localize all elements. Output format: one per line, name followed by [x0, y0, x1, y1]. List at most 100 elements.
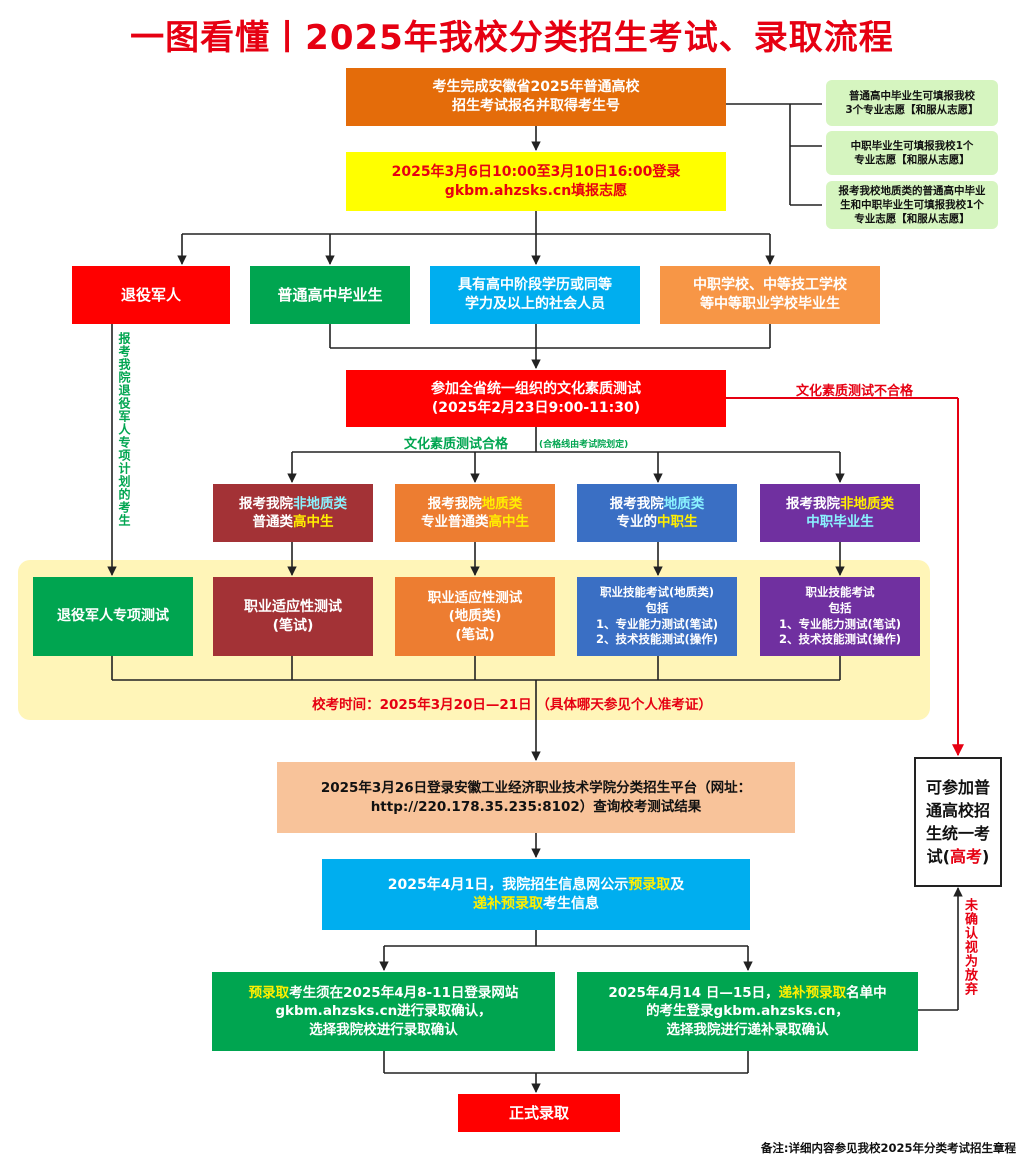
exam-aptitude-geo-line2: (地质类): [448, 608, 502, 625]
gaokao-option: 可参加普 通高校招 生统一考 试(高考): [914, 757, 1002, 887]
side-note-2-line2: 专业志愿【和服从志愿】: [854, 154, 970, 166]
confirm-sub-hl: 递补预录取: [778, 985, 847, 1002]
confirm-sub-line3: 选择我院进行递补录取确认: [666, 1021, 829, 1038]
exam-skills-geo-line1: 职业技能考试(地质类): [599, 585, 714, 600]
culture-test-line2: (2025年2月23日9:00-11:30): [431, 399, 641, 416]
veteran-plan-note: 报考我院退役军人专项计划的考生: [117, 332, 131, 527]
final-admission-label: 正式录取: [508, 1103, 569, 1122]
track-3-line2: 专业的中职生: [617, 513, 698, 531]
register-step: 考生完成安徽省2025年普通高校 招生考试报名并取得考生号: [346, 68, 726, 126]
track-2-line1: 报考我院地质类: [428, 495, 523, 513]
exam-skills-geo-line2: 包括: [645, 600, 669, 615]
track-2-line2: 专业普通类高中生: [421, 513, 529, 531]
track-1-line1: 报考我院非地质类: [239, 495, 347, 513]
unconfirmed-note: 未确认视为放弃: [962, 898, 977, 996]
publish-text1: 2025年4月1日，我院招生信息网公示: [387, 876, 629, 893]
gaokao-line2: 通高校招: [925, 800, 990, 820]
track-4-hl1: 非地质类: [840, 495, 894, 512]
publish-line2: 递补预录取考生信息: [473, 895, 599, 914]
exam-aptitude-geo-line3: (笔试): [455, 626, 495, 643]
final-admission: 正式录取: [458, 1094, 620, 1132]
exam-skills-line1: 职业技能考试: [805, 585, 875, 600]
side-note-1-line2: 3个专业志愿【和服从志愿】: [845, 104, 979, 116]
side-note-vocational: 中职毕业生可填报我校1个 专业志愿【和服从志愿】: [826, 131, 998, 175]
side-note-geology: 报考我校地质类的普通高中毕业 生和中职毕业生可填报我校1个 专业志愿【和服从志愿…: [826, 181, 998, 229]
publish-text2: 及: [670, 876, 685, 893]
exam-aptitude-line2: (笔试): [272, 617, 314, 634]
register-line2: 招生考试报名并取得考生号: [452, 98, 620, 114]
exam-skills-geo: 职业技能考试(地质类) 包括 1、专业能力测试(笔试) 2、技术技能测试(操作): [577, 577, 737, 656]
side-note-3-line1: 报考我校地质类的普通高中毕业: [838, 184, 986, 197]
confirm-pre-line3: 选择我院校进行录取确认: [309, 1021, 458, 1038]
side-note-1-line1: 普通高中毕业生可填报我校: [849, 89, 975, 102]
exam-aptitude-line1: 职业适应性测试: [244, 598, 342, 615]
track-2-hl1: 地质类: [481, 495, 523, 512]
track-1-prefix: 报考我院: [239, 495, 293, 512]
query-line1: 2025年3月26日登录安徽工业经济职业技术学院分类招生平台（网址：: [320, 780, 752, 797]
gaokao-line3: 生统一考: [925, 824, 990, 843]
culture-test-step: 参加全省统一组织的文化素质测试 (2025年2月23日9:00-11:30): [346, 370, 726, 427]
gaokao-line4a: 试(: [926, 847, 950, 867]
track-1-mid: 普通类: [252, 514, 294, 530]
category-highschool: 普通高中毕业生: [250, 266, 410, 324]
culture-fail-label: 文化素质测试不合格: [796, 384, 914, 399]
category-social-line1: 具有高中阶段学历或同等: [458, 277, 612, 294]
confirm-sub-text2: 名单中: [846, 985, 887, 1002]
gaokao-line4: 试(高考): [927, 845, 990, 868]
track-4-line2: 中职毕业生: [806, 513, 874, 531]
publish-line1: 2025年4月1日，我院招生信息网公示预录取及: [388, 876, 684, 895]
track-2-mid: 专业普通类: [421, 514, 489, 530]
apply-line1: 2025年3月6日10:00至3月10日16:00登录: [391, 163, 681, 180]
category-veteran: 退役军人: [72, 266, 230, 324]
category-vocational-line2: 等中等职业学校毕业生: [700, 296, 840, 312]
confirm-pre-line1: 预录取考生须在2025年4月8-11日登录网站: [249, 984, 519, 1002]
exam-aptitude-geo-line1: 职业适应性测试: [427, 590, 523, 607]
track-3-prefix: 报考我院: [609, 495, 664, 512]
side-note-highschool: 普通高中毕业生可填报我校 3个专业志愿【和服从志愿】: [826, 80, 998, 126]
exam-veteran: 退役军人专项测试: [33, 577, 193, 656]
category-veteran-label: 退役军人: [120, 285, 181, 304]
exam-aptitude: 职业适应性测试 (笔试): [213, 577, 373, 656]
culture-pass-note: (合格线由考试院划定): [539, 440, 629, 450]
track-4-hl2: 中职毕业生: [806, 514, 874, 530]
track-1-hl1: 非地质类: [293, 495, 347, 512]
page-title: 一图看懂丨2025年我校分类招生考试、录取流程: [130, 18, 894, 58]
exam-skills-geo-line3: 1、专业能力测试(笔试): [595, 616, 718, 631]
side-note-3-line3: 专业志愿【和服从志愿】: [854, 213, 970, 226]
track-nongeo-vocational: 报考我院非地质类 中职毕业生: [760, 484, 920, 542]
track-4-prefix: 报考我院: [786, 495, 840, 512]
category-highschool-label: 普通高中毕业生: [277, 285, 383, 304]
culture-test-line1: 参加全省统一组织的文化素质测试: [431, 380, 641, 397]
gaokao-line1: 可参加普: [925, 777, 990, 797]
register-line1: 考生完成安徽省2025年普通高校: [432, 79, 640, 96]
category-vocational: 中职学校、中等技工学校 等中等职业学校毕业生: [660, 266, 880, 324]
confirm-pre-admission: 预录取考生须在2025年4月8-11日登录网站 gkbm.ahzsks.cn进行…: [212, 972, 555, 1051]
confirm-sub-line1: 2025年4月14 日—15日，递补预录取名单中: [608, 984, 886, 1002]
track-3-mid: 专业的: [616, 514, 658, 530]
exam-veteran-label: 退役军人专项测试: [57, 608, 169, 625]
publish-step: 2025年4月1日，我院招生信息网公示预录取及 递补预录取考生信息: [322, 859, 750, 930]
track-geo-highschool: 报考我院地质类 专业普通类高中生: [395, 484, 555, 542]
footnote: 备注:详细内容参见我校2025年分类考试招生章程: [760, 1141, 1016, 1155]
exam-skills-line3: 1、专业能力测试(笔试): [778, 616, 901, 631]
category-vocational-line1: 中职学校、中等技工学校: [693, 277, 847, 294]
category-social-line2: 学力及以上的社会人员: [465, 296, 605, 312]
exam-time-note: 校考时间：2025年3月20日—21日 （具体哪天参见个人准考证）: [312, 697, 712, 713]
publish-text3: 考生信息: [543, 895, 599, 912]
side-note-2-line1: 中职毕业生可填报我校1个: [850, 139, 974, 152]
exam-skills-geo-line4: 2、技术技能测试(操作): [595, 632, 718, 647]
confirm-sub-line2: 的考生登录gkbm.ahzsks.cn，: [646, 1003, 849, 1020]
confirm-pre-line2: gkbm.ahzsks.cn进行录取确认，: [275, 1003, 492, 1020]
track-geo-vocational: 报考我院地质类 专业的中职生: [577, 484, 737, 542]
confirm-substitute: 2025年4月14 日—15日，递补预录取名单中 的考生登录gkbm.ahzsk…: [577, 972, 918, 1051]
publish-hl2: 递补预录取: [473, 895, 543, 912]
publish-hl1: 预录取: [628, 876, 671, 893]
culture-pass-label: 文化素质测试合格: [404, 437, 509, 452]
exam-skills-line2: 包括: [828, 600, 852, 615]
category-social: 具有高中阶段学历或同等 学力及以上的社会人员: [430, 266, 640, 324]
confirm-pre-text1: 考生须在2025年4月8-11日登录网站: [289, 985, 519, 1002]
exam-skills: 职业技能考试 包括 1、专业能力测试(笔试) 2、技术技能测试(操作): [760, 577, 920, 656]
side-note-3-line2: 生和中职毕业生可填报我校1个: [840, 198, 984, 211]
track-2-hl2: 高中生: [488, 514, 530, 530]
